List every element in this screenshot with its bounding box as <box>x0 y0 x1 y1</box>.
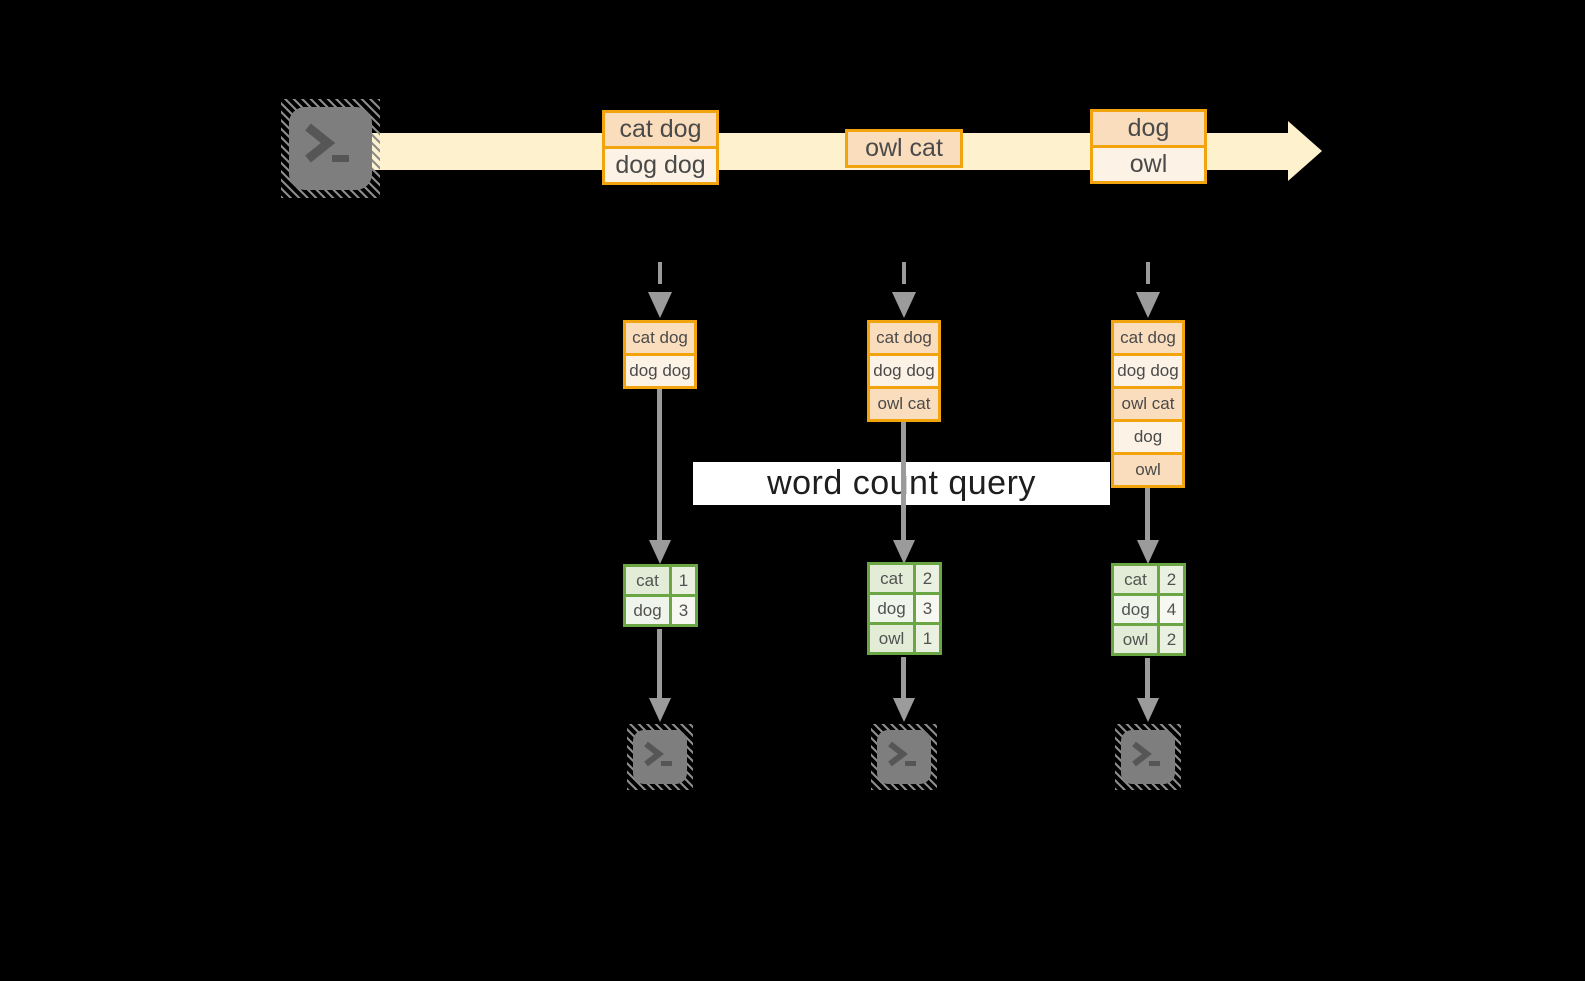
buffer-row: owl cat <box>870 389 938 419</box>
count-word-cell: cat <box>626 567 669 594</box>
down-arrowhead-icon <box>893 698 915 722</box>
count-word-cell: owl <box>1114 626 1157 653</box>
count-word-cell: dog <box>870 595 913 622</box>
count-word-cell: cat <box>870 565 913 592</box>
down-arrowhead-icon <box>892 292 916 318</box>
count-row: dog 3 <box>626 597 695 624</box>
down-arrow <box>1145 658 1150 699</box>
down-arrow <box>657 388 662 542</box>
dashed-down-arrow <box>902 262 906 284</box>
count-value-cell: 2 <box>1160 566 1183 593</box>
count-row: dog 3 <box>870 595 939 622</box>
count-value-cell: 2 <box>916 565 939 592</box>
count-value-cell: 3 <box>672 597 695 624</box>
stream-event: dog dog <box>605 149 716 182</box>
count-table-2: cat 2 dog 3 owl 1 <box>867 562 942 655</box>
count-row: owl 1 <box>870 625 939 652</box>
buffer-row: dog dog <box>1114 356 1182 386</box>
stream-event: cat dog <box>605 113 716 146</box>
count-row: cat 2 <box>870 565 939 592</box>
count-value-cell: 2 <box>1160 626 1183 653</box>
down-arrowhead-icon <box>1136 292 1160 318</box>
window-buffer-2: cat dog dog dog owl cat <box>867 320 941 422</box>
stream-event: owl cat <box>848 132 960 165</box>
down-arrowhead-icon <box>1137 698 1159 722</box>
sink-terminal-icon-1 <box>627 724 693 790</box>
buffer-row: dog dog <box>626 356 694 386</box>
terminal-prompt-icon <box>1121 730 1175 784</box>
count-row: cat 2 <box>1114 566 1183 593</box>
count-row: dog 4 <box>1114 596 1183 623</box>
stream-event-box-3: dog owl <box>1090 109 1207 184</box>
window-buffer-1: cat dog dog dog <box>623 320 697 389</box>
count-value-cell: 3 <box>916 595 939 622</box>
down-arrow <box>901 657 906 699</box>
sink-terminal-icon-3 <box>1115 724 1181 790</box>
count-row: owl 2 <box>1114 626 1183 653</box>
down-arrowhead-icon <box>649 540 671 564</box>
down-arrowhead-icon <box>893 540 915 564</box>
down-arrowhead-icon <box>649 698 671 722</box>
count-value-cell: 1 <box>672 567 695 594</box>
buffer-row: cat dog <box>1114 323 1182 353</box>
stream-event: dog <box>1093 112 1204 145</box>
count-row: cat 1 <box>626 567 695 594</box>
buffer-row: dog dog <box>870 356 938 386</box>
buffer-row: cat dog <box>626 323 694 353</box>
buffer-row: dog <box>1114 422 1182 452</box>
dashed-down-arrow <box>1146 262 1150 284</box>
down-arrow <box>1145 486 1150 542</box>
sink-terminal-icon-2 <box>871 724 937 790</box>
buffer-row: owl cat <box>1114 389 1182 419</box>
terminal-prompt-icon <box>633 730 687 784</box>
count-value-cell: 4 <box>1160 596 1183 623</box>
down-arrow <box>657 629 662 699</box>
terminal-prompt-icon <box>877 730 931 784</box>
buffer-row: owl <box>1114 455 1182 485</box>
down-arrowhead-icon <box>648 292 672 318</box>
count-word-cell: owl <box>870 625 913 652</box>
source-terminal-icon <box>281 99 380 198</box>
count-value-cell: 1 <box>916 625 939 652</box>
terminal-prompt-icon <box>289 107 372 190</box>
stream-arrowhead-icon <box>1288 121 1322 181</box>
buffer-row: cat dog <box>870 323 938 353</box>
count-word-cell: cat <box>1114 566 1157 593</box>
down-arrowhead-icon <box>1137 540 1159 564</box>
down-arrow <box>901 421 906 542</box>
count-table-3: cat 2 dog 4 owl 2 <box>1111 563 1186 656</box>
count-word-cell: dog <box>626 597 669 624</box>
dashed-down-arrow <box>658 262 662 284</box>
count-word-cell: dog <box>1114 596 1157 623</box>
count-table-1: cat 1 dog 3 <box>623 564 698 627</box>
stream-event: owl <box>1093 148 1204 181</box>
stream-event-box-2: owl cat <box>845 129 963 168</box>
window-buffer-3: cat dog dog dog owl cat dog owl <box>1111 320 1185 488</box>
stream-event-box-1: cat dog dog dog <box>602 110 719 185</box>
